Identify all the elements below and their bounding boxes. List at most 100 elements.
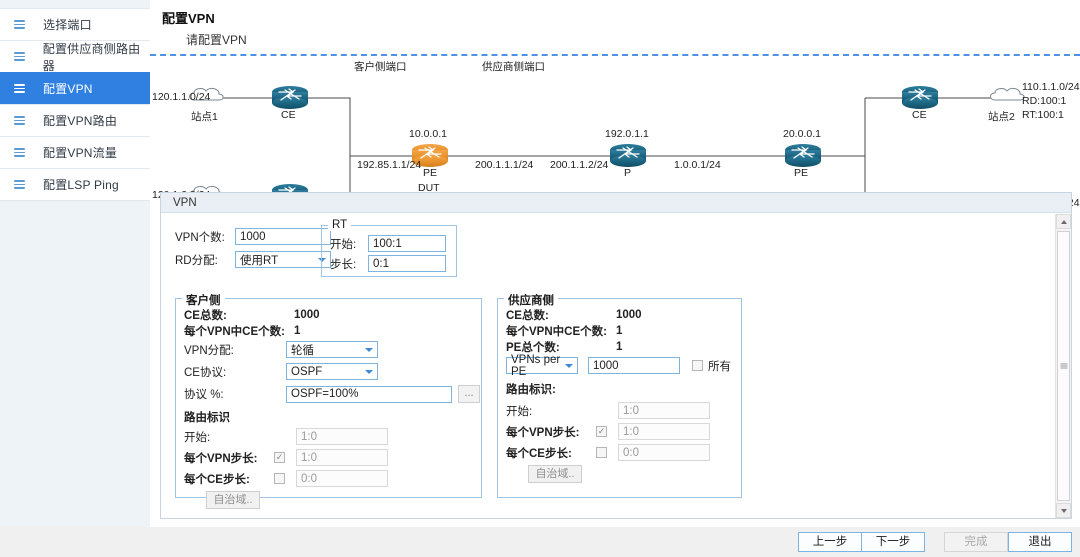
customer-ce-total-value: 1000 (294, 309, 320, 321)
next-step-button[interactable]: 下一步 (861, 532, 925, 552)
rt-legend: RT (328, 219, 352, 231)
page-title: 配置VPN (162, 11, 215, 26)
scrollbar-thumb[interactable] (1057, 231, 1070, 501)
prev-step-button[interactable]: 上一步 (798, 532, 862, 552)
customer-ce-proto-label: CE协议: (184, 366, 227, 379)
network-label-site1: 120.1.1.0/24 (152, 91, 211, 103)
customer-vpn-step-checkbox[interactable] (274, 452, 285, 463)
customer-ce-proto-value: OSPF (291, 365, 323, 378)
menu-icon (14, 148, 25, 157)
provider-pe-total-value: 1 (616, 341, 623, 353)
customer-proto-pct-input[interactable] (286, 385, 452, 403)
node-label-p: P (624, 167, 632, 179)
network-label-site2: 110.1.1.0/24 (1022, 81, 1080, 93)
rt-start-input[interactable] (368, 235, 446, 252)
provider-vpns-per-pe-value: VPNs per PE (511, 353, 561, 378)
sidebar-item-label: 配置VPN流量 (43, 146, 118, 160)
provider-vpn-step-checkbox[interactable] (596, 426, 607, 437)
vpn-count-label: VPN个数: (175, 231, 225, 244)
provider-route-id-heading: 路由标识: (506, 384, 556, 396)
link-label-4: 1.0.0.1/24 (674, 159, 721, 171)
rt-label-site2: RT:100:1 (1022, 109, 1064, 121)
customer-side-fieldset: 客户侧 CE总数: 1000 每个VPN中CE个数: 1 VPN分配: 轮循 (175, 292, 482, 509)
customer-proto-pct-browse-button[interactable]: ... (458, 385, 480, 403)
menu-icon (14, 180, 25, 189)
node-label-pe-dut: PE (423, 167, 438, 179)
link-label-3: 200.1.1.2/24 (550, 159, 609, 171)
chevron-down-icon (1060, 508, 1067, 513)
menu-icon (14, 84, 25, 93)
customer-start-input[interactable] (296, 428, 388, 445)
node-label-pe: PE (794, 167, 809, 179)
header-divider (150, 54, 1080, 56)
customer-ce-step-checkbox[interactable] (274, 473, 285, 484)
customer-vpn-step-label: 每个VPN步长: (184, 452, 258, 465)
rd-alloc-select[interactable]: 使用RT (235, 251, 331, 268)
provider-ce-total-value: 1000 (616, 309, 642, 321)
provider-ce-per-vpn-label: 每个VPN中CE个数: (506, 326, 607, 338)
chevron-down-icon (565, 363, 573, 368)
ip-label-pe-dut: 10.0.0.1 (409, 128, 447, 140)
panel-tab-vpn[interactable]: VPN (161, 193, 1071, 213)
sidebar-item-label: 配置VPN (43, 82, 93, 96)
rd-alloc-value: 使用RT (240, 254, 279, 267)
customer-as-button[interactable]: 自治域.. (206, 491, 260, 509)
page-subtitle: 请配置VPN (186, 33, 247, 47)
customer-vpn-step-input[interactable] (296, 449, 388, 466)
zone-label-provider: 供应商侧端口 (482, 61, 545, 73)
sidebar-item-label: 配置供应商侧路由器 (42, 41, 141, 73)
customer-vpn-alloc-select[interactable]: 轮循 (286, 341, 378, 358)
vpn-count-input[interactable] (235, 228, 331, 245)
scroll-up-button[interactable] (1056, 214, 1071, 229)
node-label-ce1: CE (281, 109, 296, 121)
provider-ce-step-input[interactable] (618, 444, 710, 461)
sidebar-item-vpn-route[interactable]: 配置VPN路由 (0, 104, 150, 137)
customer-vpn-alloc-label: VPN分配: (184, 344, 234, 357)
customer-ce-total-label: CE总数: (184, 310, 227, 322)
customer-route-id-heading: 路由标识 (184, 412, 230, 424)
chevron-up-icon (1060, 219, 1067, 224)
provider-pe-total-label: PE总个数: (506, 342, 560, 354)
rt-step-input[interactable] (368, 255, 446, 272)
provider-vpn-step-label: 每个VPN步长: (506, 426, 580, 439)
vpn-config-panel: VPN VPN个数: RD分配: 使用RT RT (160, 192, 1072, 519)
provider-ce-per-vpn-value: 1 (616, 325, 623, 337)
sidebar-item-label: 配置VPN路由 (43, 114, 118, 128)
main-content: 配置VPN 请配置VPN (150, 0, 1080, 527)
menu-icon (14, 116, 25, 125)
provider-ce-total-label: CE总数: (506, 310, 549, 322)
provider-side-fieldset: 供应商侧 CE总数: 1000 每个VPN中CE个数: 1 PE总个数: 1 (497, 292, 742, 498)
rd-label-site2: RD:100:1 (1022, 95, 1067, 107)
provider-all-label: 所有 (708, 360, 731, 373)
finish-button: 完成 (944, 532, 1008, 552)
link-label-2: 200.1.1.1/24 (475, 159, 534, 171)
provider-vpns-per-pe-count-input[interactable] (588, 357, 680, 374)
rt-start-label: 开始: (330, 238, 357, 251)
provider-vpns-per-pe-select[interactable]: VPNs per PE (506, 354, 578, 378)
provider-as-button[interactable]: 自治域.. (528, 465, 582, 483)
node-label-ce2: CE (912, 109, 927, 121)
provider-start-input[interactable] (618, 402, 710, 419)
provider-vpn-step-input[interactable] (618, 423, 710, 440)
customer-ce-proto-select[interactable]: OSPF (286, 363, 378, 380)
panel-vertical-scrollbar[interactable] (1055, 214, 1071, 518)
customer-ce-per-vpn-label: 每个VPN中CE个数: (184, 326, 285, 338)
sidebar-item-label: 选择端口 (43, 18, 92, 32)
customer-ce-step-input[interactable] (296, 470, 388, 487)
zone-label-customer: 客户侧端口 (354, 61, 407, 73)
customer-proto-pct-label: 协议 %: (184, 389, 224, 401)
sidebar-item-lsp-ping[interactable]: 配置LSP Ping (0, 168, 150, 201)
exit-button[interactable]: 退出 (1008, 532, 1072, 552)
sidebar-item-vpn-traffic[interactable]: 配置VPN流量 (0, 136, 150, 169)
provider-start-label: 开始: (506, 405, 533, 418)
sidebar-item-provider-router[interactable]: 配置供应商侧路由器 (0, 40, 150, 73)
rt-step-label: 步长: (330, 258, 357, 271)
provider-all-checkbox[interactable] (692, 360, 703, 371)
sidebar-item-select-port[interactable]: 选择端口 (0, 8, 150, 41)
customer-vpn-alloc-value: 轮循 (291, 344, 314, 357)
link-label-1: 192.85.1.1/24 (357, 159, 422, 171)
chevron-down-icon (365, 369, 373, 374)
provider-ce-step-checkbox[interactable] (596, 447, 607, 458)
scroll-down-button[interactable] (1056, 503, 1071, 518)
sidebar-item-configure-vpn[interactable]: 配置VPN (0, 72, 150, 105)
